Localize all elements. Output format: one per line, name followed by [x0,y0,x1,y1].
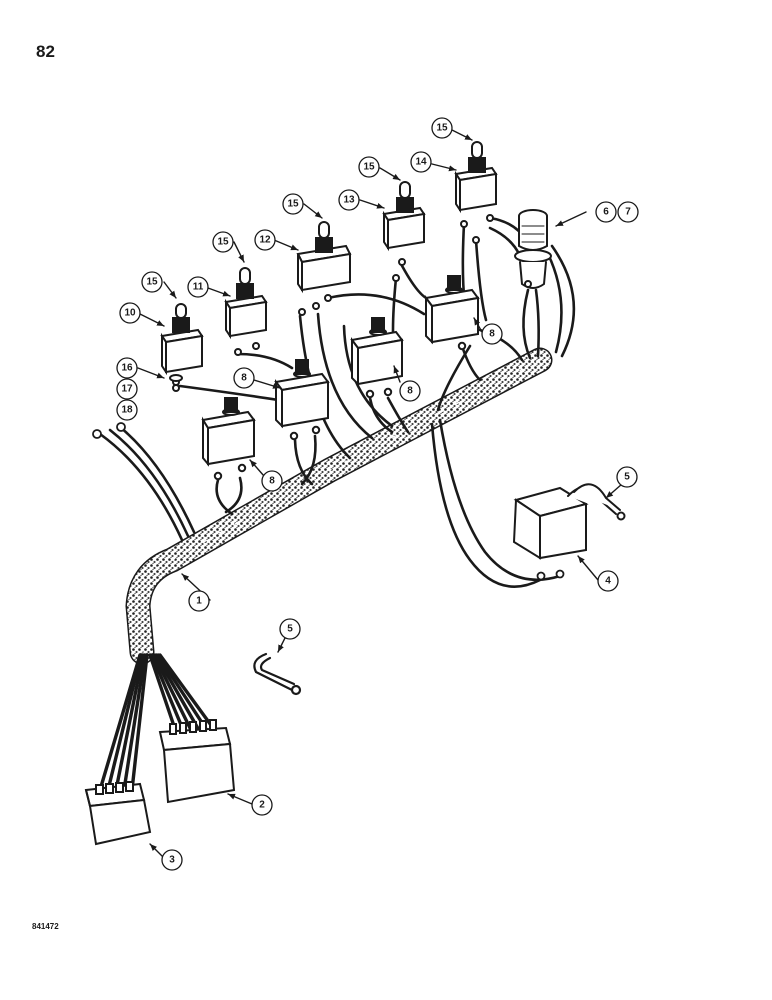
flasher-branch [430,418,565,588]
switch-12 [296,221,352,316]
callout-13: 13 [343,195,355,206]
figure-code: 841472 [32,922,59,931]
callout-8-a: 8 [241,373,247,384]
callout-2: 2 [259,800,265,811]
switch-11 [224,267,268,356]
callout-6: 6 [603,207,609,218]
connector-3 [84,781,152,846]
callout-10: 10 [124,308,136,319]
switch-10 [160,303,204,386]
callout-1: 1 [196,596,202,607]
callout-circles [116,117,639,871]
callout-8-c: 8 [489,329,495,340]
connector-wires [98,653,218,792]
callout-4: 4 [605,576,611,587]
ring-leads [92,422,196,542]
callout-3: 3 [169,855,175,866]
callout-15-b: 15 [217,237,229,248]
switch-lower-left [201,397,256,481]
page-number: 82 [36,42,55,61]
callout-15-a: 15 [146,277,158,288]
callout-15-d: 15 [363,162,375,173]
callout-8-b: 8 [407,386,413,397]
switch-14 [454,141,498,244]
callout-15-c: 15 [287,199,299,210]
strap-5 [253,652,302,696]
callout-11: 11 [193,282,204,293]
switch-upper-right [424,275,480,351]
callout-7: 7 [625,207,631,218]
callout-12: 12 [259,235,271,246]
flasher-4 [512,483,626,560]
callout-17: 17 [121,384,133,395]
callout-5-strap: 5 [287,624,293,635]
callout-18: 18 [121,405,133,416]
callout-15-e: 15 [436,123,448,134]
callout-14: 14 [415,157,427,168]
callout-labels: 1 2 3 4 5 5 6 7 8 8 8 8 10 11 12 13 14 1… [121,123,631,866]
leader-lines [137,129,623,859]
washer-stack [169,374,183,392]
switch-lower-right [350,317,404,399]
switch-lower-mid [274,359,330,441]
callout-16: 16 [121,363,133,374]
switch-wires [178,216,576,516]
indicator-lamp [514,209,552,289]
callout-5-flasher: 5 [624,472,630,483]
main-harness [125,347,553,665]
connector-2 [158,719,236,804]
callout-8-d: 8 [269,476,275,487]
switch-13 [382,181,426,282]
